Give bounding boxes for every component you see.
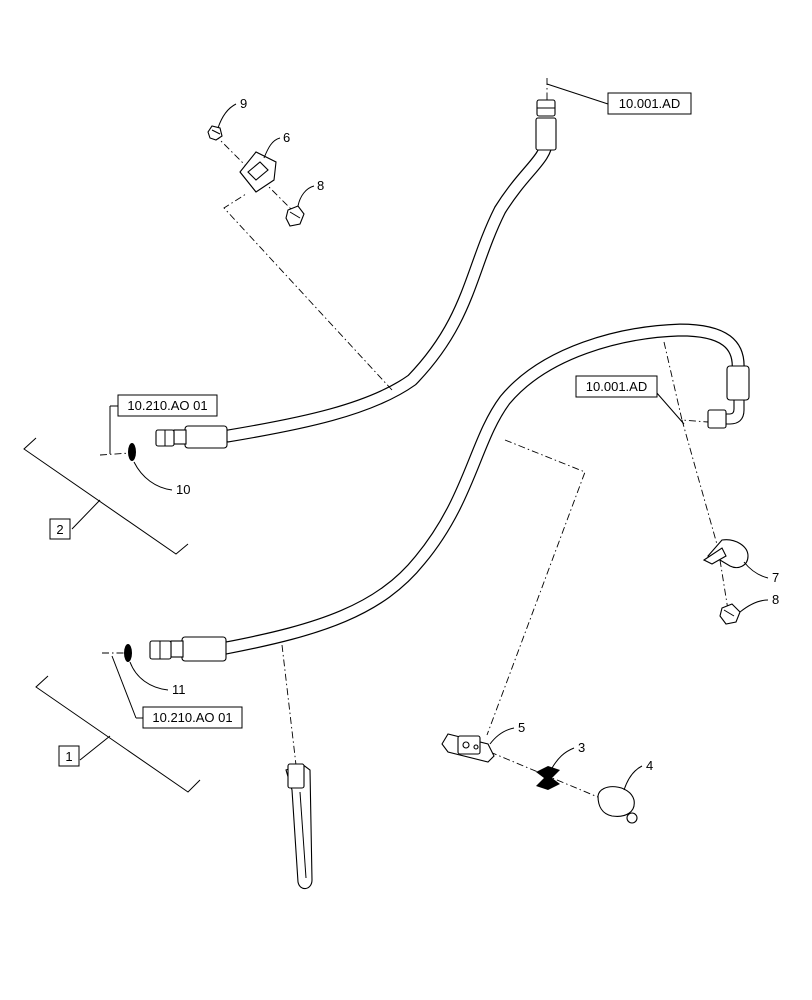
group-bracket-1: 1 xyxy=(35,675,201,793)
bolt-8-upper xyxy=(285,205,305,227)
lower-hose-left-fitting xyxy=(149,636,227,662)
ref-mid-right-text: 10.001.AD xyxy=(586,379,647,394)
callout-11: 11 xyxy=(129,661,186,697)
spacer-3 xyxy=(536,766,560,790)
svg-text:4: 4 xyxy=(646,758,653,773)
ref-left-lower-text: 10.210.AO 01 xyxy=(152,710,232,725)
callout-9: 9 xyxy=(217,96,247,129)
bolt-8-lower xyxy=(719,603,741,625)
bracket-5 xyxy=(441,733,495,763)
ref-box-left-lower: 10.210.AO 01 xyxy=(111,655,243,729)
group-bracket-2: 2 xyxy=(23,437,189,555)
callout-1: 1 xyxy=(65,749,72,764)
svg-text:8: 8 xyxy=(317,178,324,193)
o-ring-11 xyxy=(124,644,132,662)
callout-6: 6 xyxy=(263,130,290,159)
clip-7 xyxy=(702,539,749,569)
callout-8-upper: 8 xyxy=(297,178,324,207)
ref-box-mid-right: 10.001.AD xyxy=(575,375,685,425)
callout-5: 5 xyxy=(489,720,525,745)
callout-4: 4 xyxy=(623,758,653,791)
o-ring-10 xyxy=(128,443,136,461)
callout-10: 10 xyxy=(133,461,190,497)
svg-text:9: 9 xyxy=(240,96,247,111)
lower-hose-assembly xyxy=(124,323,750,662)
upper-hose-assembly xyxy=(128,99,557,461)
center-lines xyxy=(99,78,729,801)
p-clamp-4 xyxy=(597,786,638,824)
hose-tag xyxy=(285,763,313,890)
callout-8-lower: 8 xyxy=(739,592,779,613)
callout-box-2 xyxy=(49,518,71,540)
upper-hose-top-fitting xyxy=(535,99,557,151)
callout-2: 2 xyxy=(56,522,63,537)
bolt-9 xyxy=(207,125,223,141)
svg-text:6: 6 xyxy=(283,130,290,145)
ref-box-top-right: 10.001.AD xyxy=(546,83,692,115)
lower-hose-right-fitting xyxy=(707,365,750,429)
svg-text:10: 10 xyxy=(176,482,190,497)
svg-text:8: 8 xyxy=(772,592,779,607)
svg-text:7: 7 xyxy=(772,570,779,585)
ref-box-left-upper: 10.210.AO 01 xyxy=(109,394,218,454)
callout-box-1 xyxy=(58,745,80,767)
ref-top-right-text: 10.001.AD xyxy=(619,96,680,111)
ref-left-upper-text: 10.210.AO 01 xyxy=(127,398,207,413)
svg-text:11: 11 xyxy=(172,682,186,697)
upper-hose-left-fitting xyxy=(155,425,228,449)
callout-3: 3 xyxy=(551,740,585,769)
svg-text:5: 5 xyxy=(518,720,525,735)
svg-text:3: 3 xyxy=(578,740,585,755)
callout-7: 7 xyxy=(743,561,779,585)
lower-hose xyxy=(219,323,745,655)
clamp-block-6 xyxy=(239,151,277,193)
